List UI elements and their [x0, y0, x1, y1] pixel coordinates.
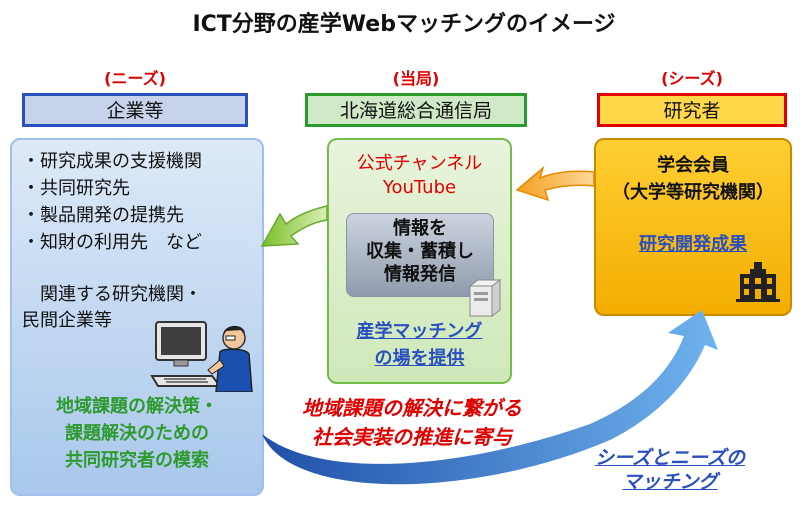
- matching-curve-arrow: [262, 310, 718, 485]
- info-box: [346, 213, 494, 297]
- researcher-header: 研究者: [597, 93, 787, 127]
- bureau-label: (当局): [392, 69, 440, 88]
- research-results-link[interactable]: 研究開発成果: [639, 234, 747, 255]
- slogan-line: 社会実装の推進に寄与: [312, 425, 512, 449]
- venue-line: の場を提供: [374, 348, 465, 369]
- needs-goal-text: 地域課題の解決策・ 課題解決のための 共同研究者の模索: [18, 393, 256, 474]
- orange-arrow: [515, 165, 595, 202]
- related-line-2: 民間企業等: [22, 310, 112, 331]
- members-line: （大学等研究機関）: [612, 182, 774, 203]
- green-arrow: [260, 205, 328, 247]
- bureau-header: 北海道総合通信局: [305, 93, 527, 127]
- companies-header: 企業等: [22, 93, 248, 127]
- matching-line: マッチング: [622, 471, 718, 493]
- computer-user-icon: [150, 321, 253, 392]
- youtube-channel-text: 公式チャンネル YouTube: [327, 152, 512, 200]
- members-line: 学会会員: [657, 155, 729, 176]
- info-line: 情報発信: [384, 264, 456, 285]
- matching-line: シーズとニーズの: [594, 447, 746, 469]
- slogan-line: 地域課題の解決に繋がる: [302, 396, 522, 420]
- needs-list: ・研究成果の支援機関 ・共同研究先 ・製品開発の提携先 ・知財の利用先 など: [22, 148, 202, 256]
- university-building-icon: [736, 262, 780, 302]
- needs-list-item: ・知財の利用先 など: [22, 232, 202, 253]
- needs-label: (ニーズ): [104, 69, 166, 88]
- seeds-label: (シーズ): [661, 69, 723, 88]
- matching-venue-link[interactable]: 産学マッチング の場を提供: [327, 318, 512, 372]
- needs-goal-line: 共同研究者の模索: [65, 450, 209, 471]
- companies-panel: [10, 138, 264, 496]
- channel-line: 公式チャンネル: [356, 153, 483, 174]
- page-title: ICT分野の産学Webマッチングのイメージ: [192, 12, 616, 37]
- needs-list-item: ・研究成果の支援機関: [22, 151, 202, 172]
- info-line: 収集・蓄積し: [366, 241, 474, 262]
- server-icon: [468, 279, 502, 317]
- needs-list-item: ・製品開発の提携先: [22, 205, 184, 226]
- channel-line: YouTube: [382, 177, 457, 198]
- info-line: 情報を: [393, 218, 447, 239]
- related-line-1: 関連する研究機関・: [40, 284, 202, 305]
- seeds-needs-matching-text: シーズとニーズの マッチング: [560, 446, 780, 494]
- needs-goal-line: 課題解決のための: [65, 423, 209, 444]
- needs-list-item: ・共同研究先: [22, 178, 130, 199]
- needs-goal-line: 地域課題の解決策・: [56, 396, 218, 417]
- society-members-text: 学会会員 （大学等研究機関）: [594, 152, 792, 206]
- info-box-text: 情報を 収集・蓄積し 情報発信: [346, 217, 494, 286]
- social-implementation-slogan: 地域課題の解決に繋がる 社会実装の推進に寄与: [262, 394, 562, 452]
- venue-line: 産学マッチング: [356, 321, 483, 342]
